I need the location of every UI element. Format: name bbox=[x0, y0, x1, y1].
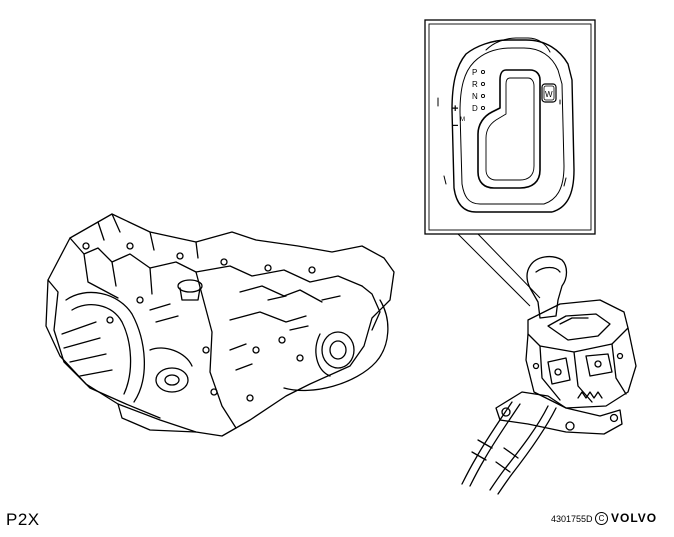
casing-bolts bbox=[82, 242, 316, 402]
reference-code: 4301755D bbox=[551, 514, 593, 524]
gear-selector-panel bbox=[437, 37, 575, 213]
transmission-illustration bbox=[45, 213, 395, 437]
brand-logo-text: VOLVO bbox=[611, 511, 658, 525]
wiring-loop bbox=[283, 299, 389, 392]
output-flange bbox=[321, 331, 355, 369]
panel-top-ridge bbox=[485, 37, 551, 53]
transmission-casing bbox=[45, 213, 395, 437]
copyright-icon: C bbox=[595, 512, 608, 525]
winter-button bbox=[541, 83, 557, 103]
position-label-n: N bbox=[472, 92, 478, 101]
filler-cap bbox=[177, 279, 203, 293]
manual-mode-label: M bbox=[460, 117, 465, 123]
shift-knob bbox=[526, 255, 568, 319]
panel-inner-edge bbox=[459, 47, 565, 205]
manual-plus-label: + bbox=[452, 103, 458, 115]
shift-cable-2 bbox=[489, 405, 549, 491]
gear-shifter-assembly bbox=[461, 255, 637, 495]
model-label: P2X bbox=[6, 510, 40, 529]
inset-outer-frame bbox=[424, 19, 596, 235]
position-label-p: P bbox=[472, 68, 477, 77]
selector-labels: P R N D + − M W bbox=[452, 68, 553, 132]
shifter-gate-panel bbox=[527, 299, 629, 353]
shift-gate-slot bbox=[477, 69, 541, 189]
return-spring bbox=[577, 391, 603, 399]
shifter-housing bbox=[525, 327, 637, 409]
position-dots bbox=[480, 69, 486, 111]
detail-inset bbox=[424, 19, 596, 235]
bell-housing bbox=[47, 279, 161, 419]
shifter-base-bracket bbox=[495, 391, 623, 435]
position-label-r: R bbox=[472, 80, 478, 89]
manual-minus-label: − bbox=[452, 120, 458, 132]
panel-outline bbox=[451, 39, 575, 213]
position-label-d: D bbox=[472, 104, 478, 113]
inset-inner-frame bbox=[428, 23, 592, 231]
winter-button-label: W bbox=[545, 90, 553, 99]
shift-cable-1 bbox=[461, 401, 513, 485]
converter-hub bbox=[155, 367, 189, 393]
